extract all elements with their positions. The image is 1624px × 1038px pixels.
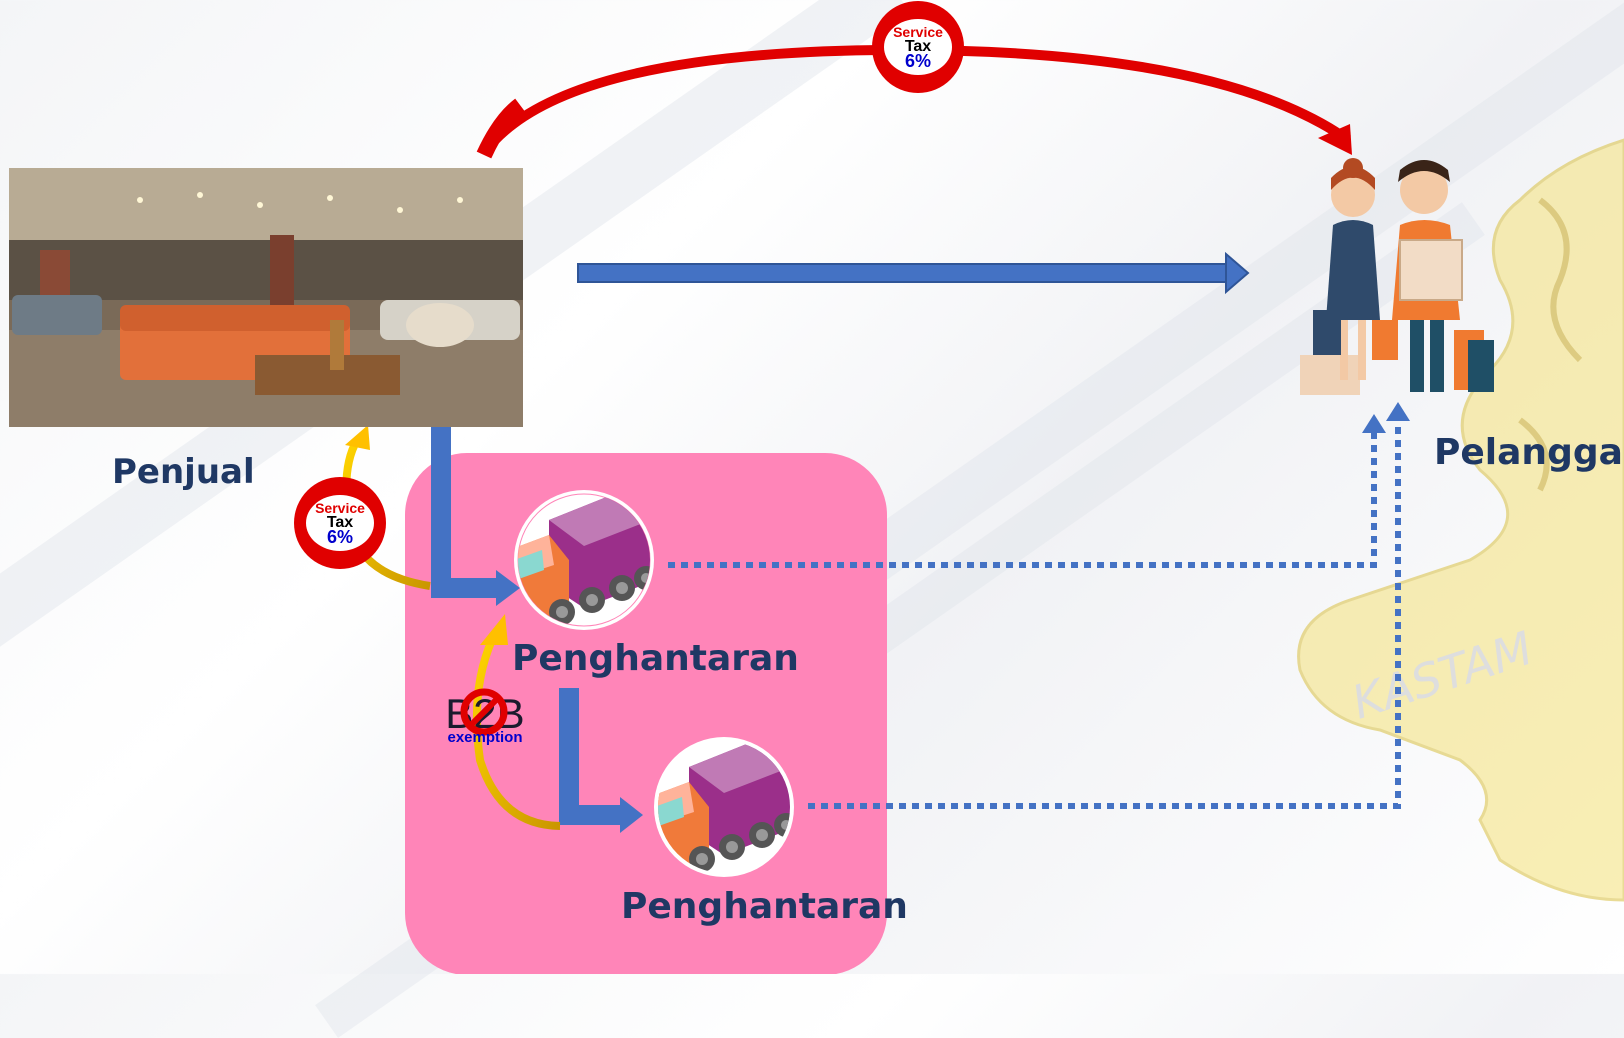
delivery-to-delivery-arrow [559,688,643,833]
kastam-watermark: KASTAM [1297,138,1624,902]
delivery-2-to-customer-dotted-arrow [808,402,1410,809]
svg-text:exemption: exemption [447,729,522,746]
delivery-label-1: Penghantaran [512,638,799,679]
flow-diagram: KASTAM [9,1,1624,974]
delivery-label-2: Penghantaran [621,886,908,927]
svg-text:Tax: Tax [327,514,353,531]
svg-text:Service: Service [893,24,943,40]
svg-text:Service: Service [315,500,365,516]
store-photo [9,168,523,427]
b2b-exemption-badge: B2B exemption [445,688,525,746]
svg-text:Tax: Tax [905,38,931,55]
shoppers-icon [1300,158,1494,395]
delivery-1-to-customer-dotted-arrow [668,414,1386,568]
svg-text:6%: 6% [327,527,353,547]
b2b-exemption-arrow [472,614,561,830]
service-tax-badge: Service Tax 6% [872,1,964,93]
seller-to-delivery-arrow [431,425,520,606]
svg-text:6%: 6% [905,51,931,71]
customer-label: Pelanggan [1434,432,1624,473]
service-tax-badge: Service Tax 6% [294,477,386,569]
seller-label: Penjual [112,452,255,492]
delivery-truck-icon [514,490,654,630]
direct-sale-arrow [577,251,1250,295]
